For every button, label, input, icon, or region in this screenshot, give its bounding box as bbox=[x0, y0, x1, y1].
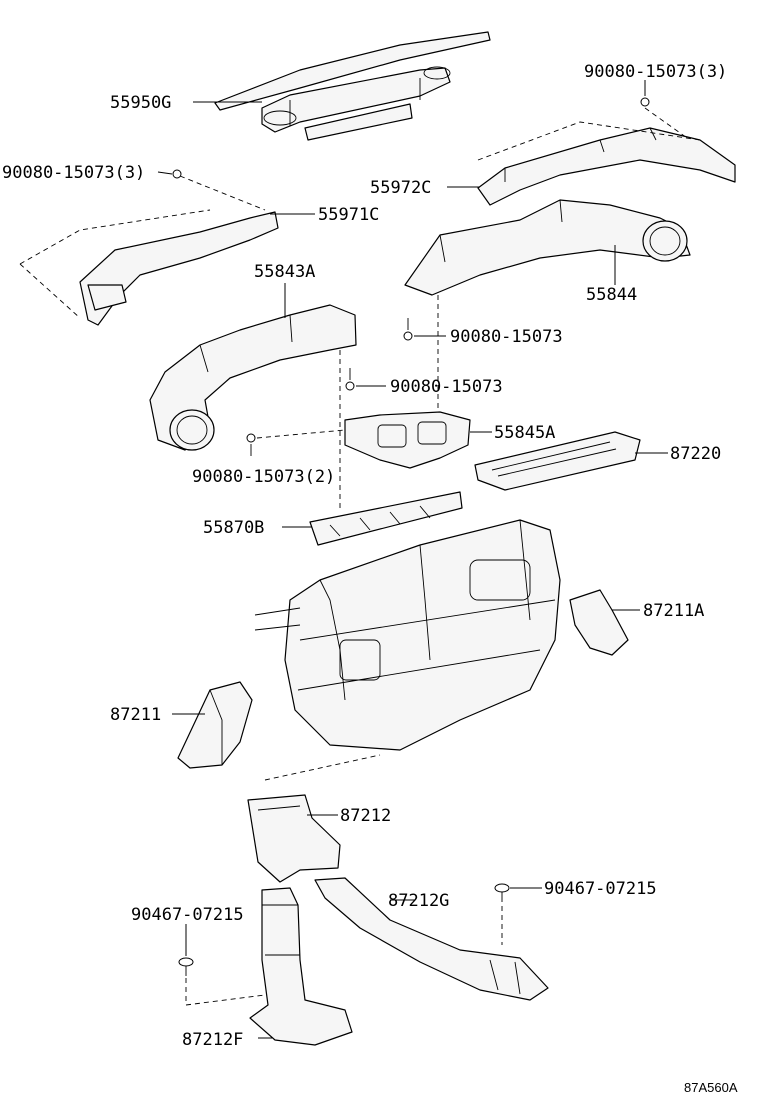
label-55972C: 55972C bbox=[370, 178, 431, 198]
part-55845A-drawing bbox=[344, 411, 471, 469]
part-87212G-drawing bbox=[314, 877, 549, 1001]
label-bolt-center-1: 90080-15073 bbox=[450, 327, 563, 347]
label-87211A: 87211A bbox=[643, 601, 704, 621]
label-87212F: 87212F bbox=[182, 1030, 243, 1050]
label-55971C: 55971C bbox=[318, 205, 379, 225]
label-bolt-top-left: 90080-15073(3) bbox=[2, 163, 145, 183]
part-87220-drawing bbox=[474, 431, 641, 491]
bolt-center-3-icon bbox=[246, 433, 256, 456]
label-clip-left: 90467-07215 bbox=[131, 905, 244, 925]
part-55972C-drawing bbox=[477, 121, 736, 206]
bolt-center-1-icon bbox=[403, 318, 413, 341]
label-87212G: 87212G bbox=[388, 891, 449, 911]
label-bolt-center-3: 90080-15073(2) bbox=[192, 467, 335, 487]
label-bolt-center-2: 90080-15073 bbox=[390, 377, 503, 397]
hvac-unit-drawing bbox=[254, 519, 561, 751]
label-55870B: 55870B bbox=[203, 518, 264, 538]
label-55845A: 55845A bbox=[494, 423, 555, 443]
label-clip-right: 90467-07215 bbox=[544, 879, 657, 899]
bolt-top-left-icon bbox=[172, 169, 182, 179]
part-87212-drawing bbox=[247, 794, 341, 883]
part-55844-drawing bbox=[404, 199, 691, 296]
label-55950G: 55950G bbox=[110, 93, 171, 113]
clip-left-icon bbox=[178, 957, 194, 976]
part-87212F-drawing bbox=[249, 887, 353, 1046]
label-55843A: 55843A bbox=[254, 262, 315, 282]
label-55844: 55844 bbox=[586, 285, 637, 305]
part-87211A-drawing bbox=[569, 589, 629, 656]
bolt-center-2-icon bbox=[345, 368, 355, 391]
part-55870B-drawing bbox=[309, 491, 463, 546]
part-55843A-drawing bbox=[149, 304, 357, 451]
label-87220: 87220 bbox=[670, 444, 721, 464]
label-87212: 87212 bbox=[340, 806, 391, 826]
part-87211-drawing bbox=[177, 681, 253, 769]
label-87211: 87211 bbox=[110, 705, 161, 725]
label-bolt-top-right: 90080-15073(3) bbox=[584, 62, 727, 82]
part-55971C-drawing bbox=[19, 209, 279, 326]
clip-right-icon bbox=[494, 883, 510, 902]
part-55950G-drawing bbox=[214, 31, 491, 141]
leader-lines bbox=[157, 80, 668, 1039]
reference-code: 87A560A bbox=[684, 1080, 738, 1095]
